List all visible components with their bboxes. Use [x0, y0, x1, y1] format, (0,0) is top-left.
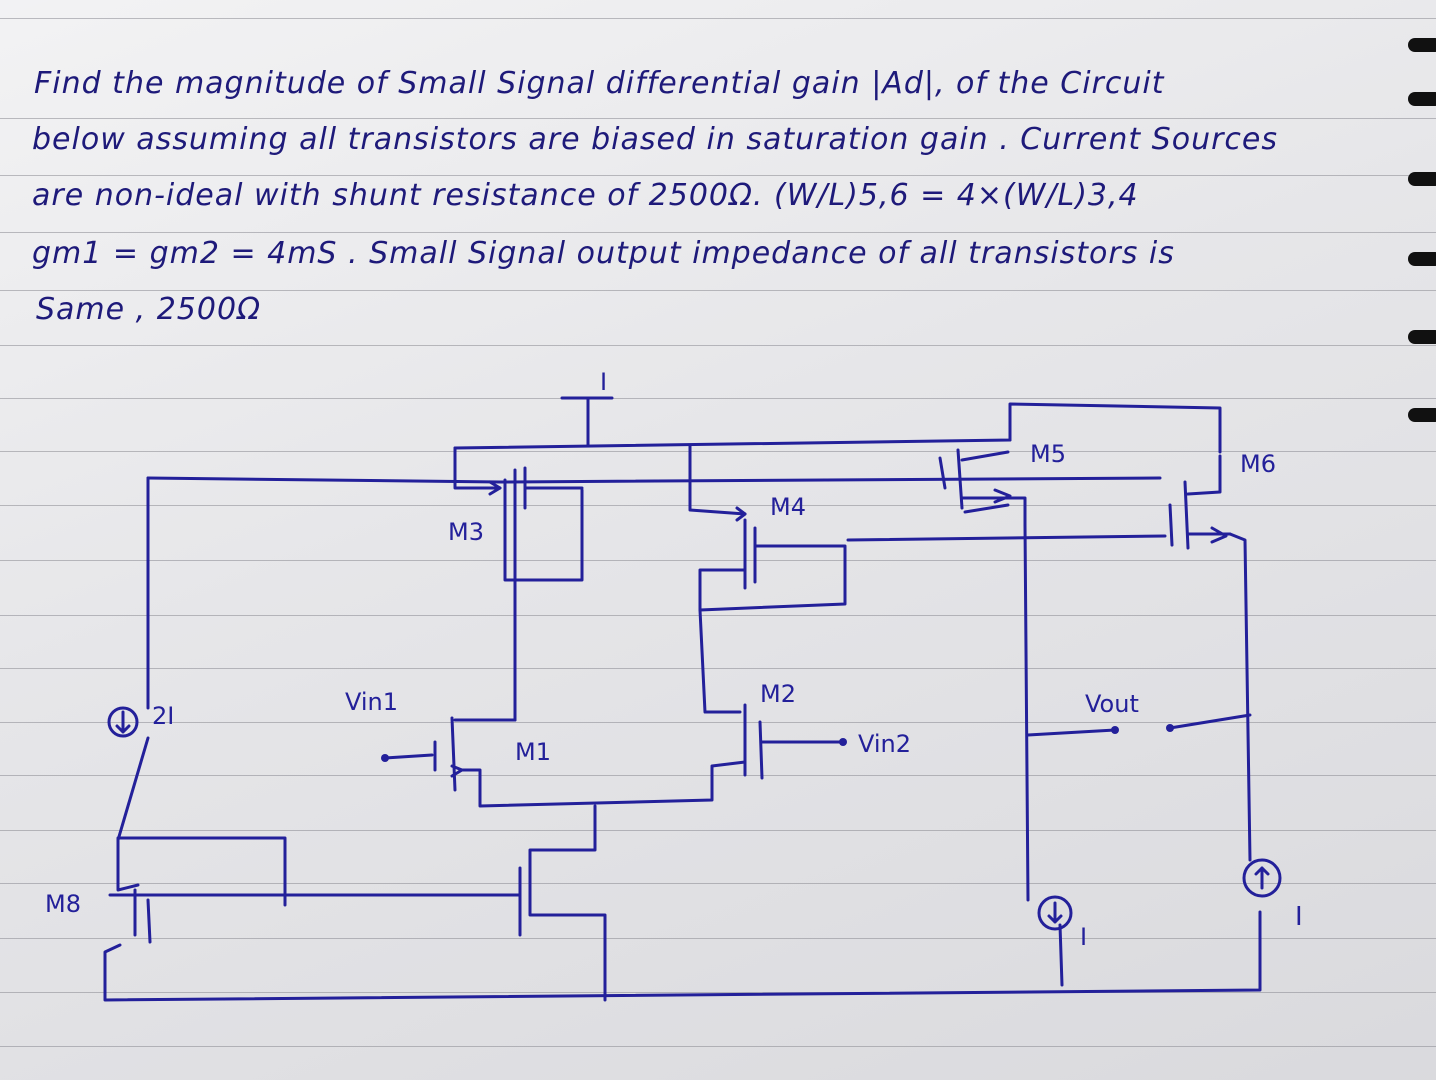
ruled-line: [0, 18, 1436, 19]
ruled-line: [0, 345, 1436, 346]
m2-transistor: [743, 703, 842, 780]
ruled-line: [0, 615, 1436, 616]
label-m2: M2: [760, 680, 796, 708]
binder-hole: [1408, 92, 1436, 106]
label-m4: M4: [770, 493, 806, 521]
ruled-line: [0, 668, 1436, 669]
question-line-5: Same , 2500Ω: [36, 292, 261, 327]
label-vin1: Vin1: [345, 688, 398, 716]
ruled-line: [0, 560, 1436, 561]
ruled-line: [0, 992, 1436, 993]
ruled-line: [0, 398, 1436, 399]
ruled-line: [0, 118, 1436, 119]
m4-transistor: [688, 444, 847, 612]
bias-line: [146, 476, 1162, 484]
ruled-line: [0, 232, 1436, 233]
ruled-line: [0, 830, 1436, 831]
label-right-source: I: [1295, 902, 1303, 932]
label-m5: M5: [1030, 440, 1066, 468]
m3-transistor: [453, 446, 584, 582]
current-source-2i: [107, 706, 139, 738]
top-rail: [453, 426, 1012, 450]
ruled-line: [0, 722, 1436, 723]
ruled-line: [0, 1046, 1436, 1047]
ruled-line: [0, 938, 1436, 939]
question-line-3: are non-ideal with shunt resistance of 2…: [32, 178, 1139, 213]
output-wire: [1026, 713, 1252, 737]
m5-transistor: [938, 448, 1027, 527]
binder-hole: [1408, 408, 1436, 422]
m6-transistor: [1168, 454, 1232, 550]
tail-transistor: [518, 804, 607, 1002]
m8-transistor: [103, 836, 1262, 1002]
label-m8: M8: [45, 890, 81, 918]
ruled-line: [0, 290, 1436, 291]
binder-hole: [1408, 38, 1436, 52]
label-vin2: Vin2: [858, 730, 911, 758]
label-m3: M3: [448, 518, 484, 546]
label-2i: 2I: [152, 702, 174, 730]
ruled-line: [0, 505, 1436, 506]
ruled-line: [0, 775, 1436, 776]
m1-transistor: [433, 716, 747, 808]
binder-hole: [1408, 330, 1436, 344]
question-line-4: gm1 = gm2 = 4mS . Small Signal output im…: [32, 236, 1175, 271]
current-source-right: [1242, 858, 1282, 898]
label-m1: M1: [515, 738, 551, 766]
current-source-mid: [1037, 895, 1073, 931]
supply-terminal: [560, 396, 614, 448]
question-line-1: Find the magnitude of Small Signal diffe…: [34, 66, 1165, 101]
ruled-line: [0, 451, 1436, 452]
supply-label: I: [600, 368, 607, 396]
binder-hole: [1408, 172, 1436, 186]
ruled-line: [0, 175, 1436, 176]
binder-hole: [1408, 252, 1436, 266]
ruled-line: [0, 883, 1436, 884]
label-mid-source: I: [1080, 923, 1087, 951]
question-line-2: below assuming all transistors are biase…: [32, 122, 1279, 157]
label-vout: Vout: [1085, 690, 1139, 718]
label-m6: M6: [1240, 450, 1276, 478]
